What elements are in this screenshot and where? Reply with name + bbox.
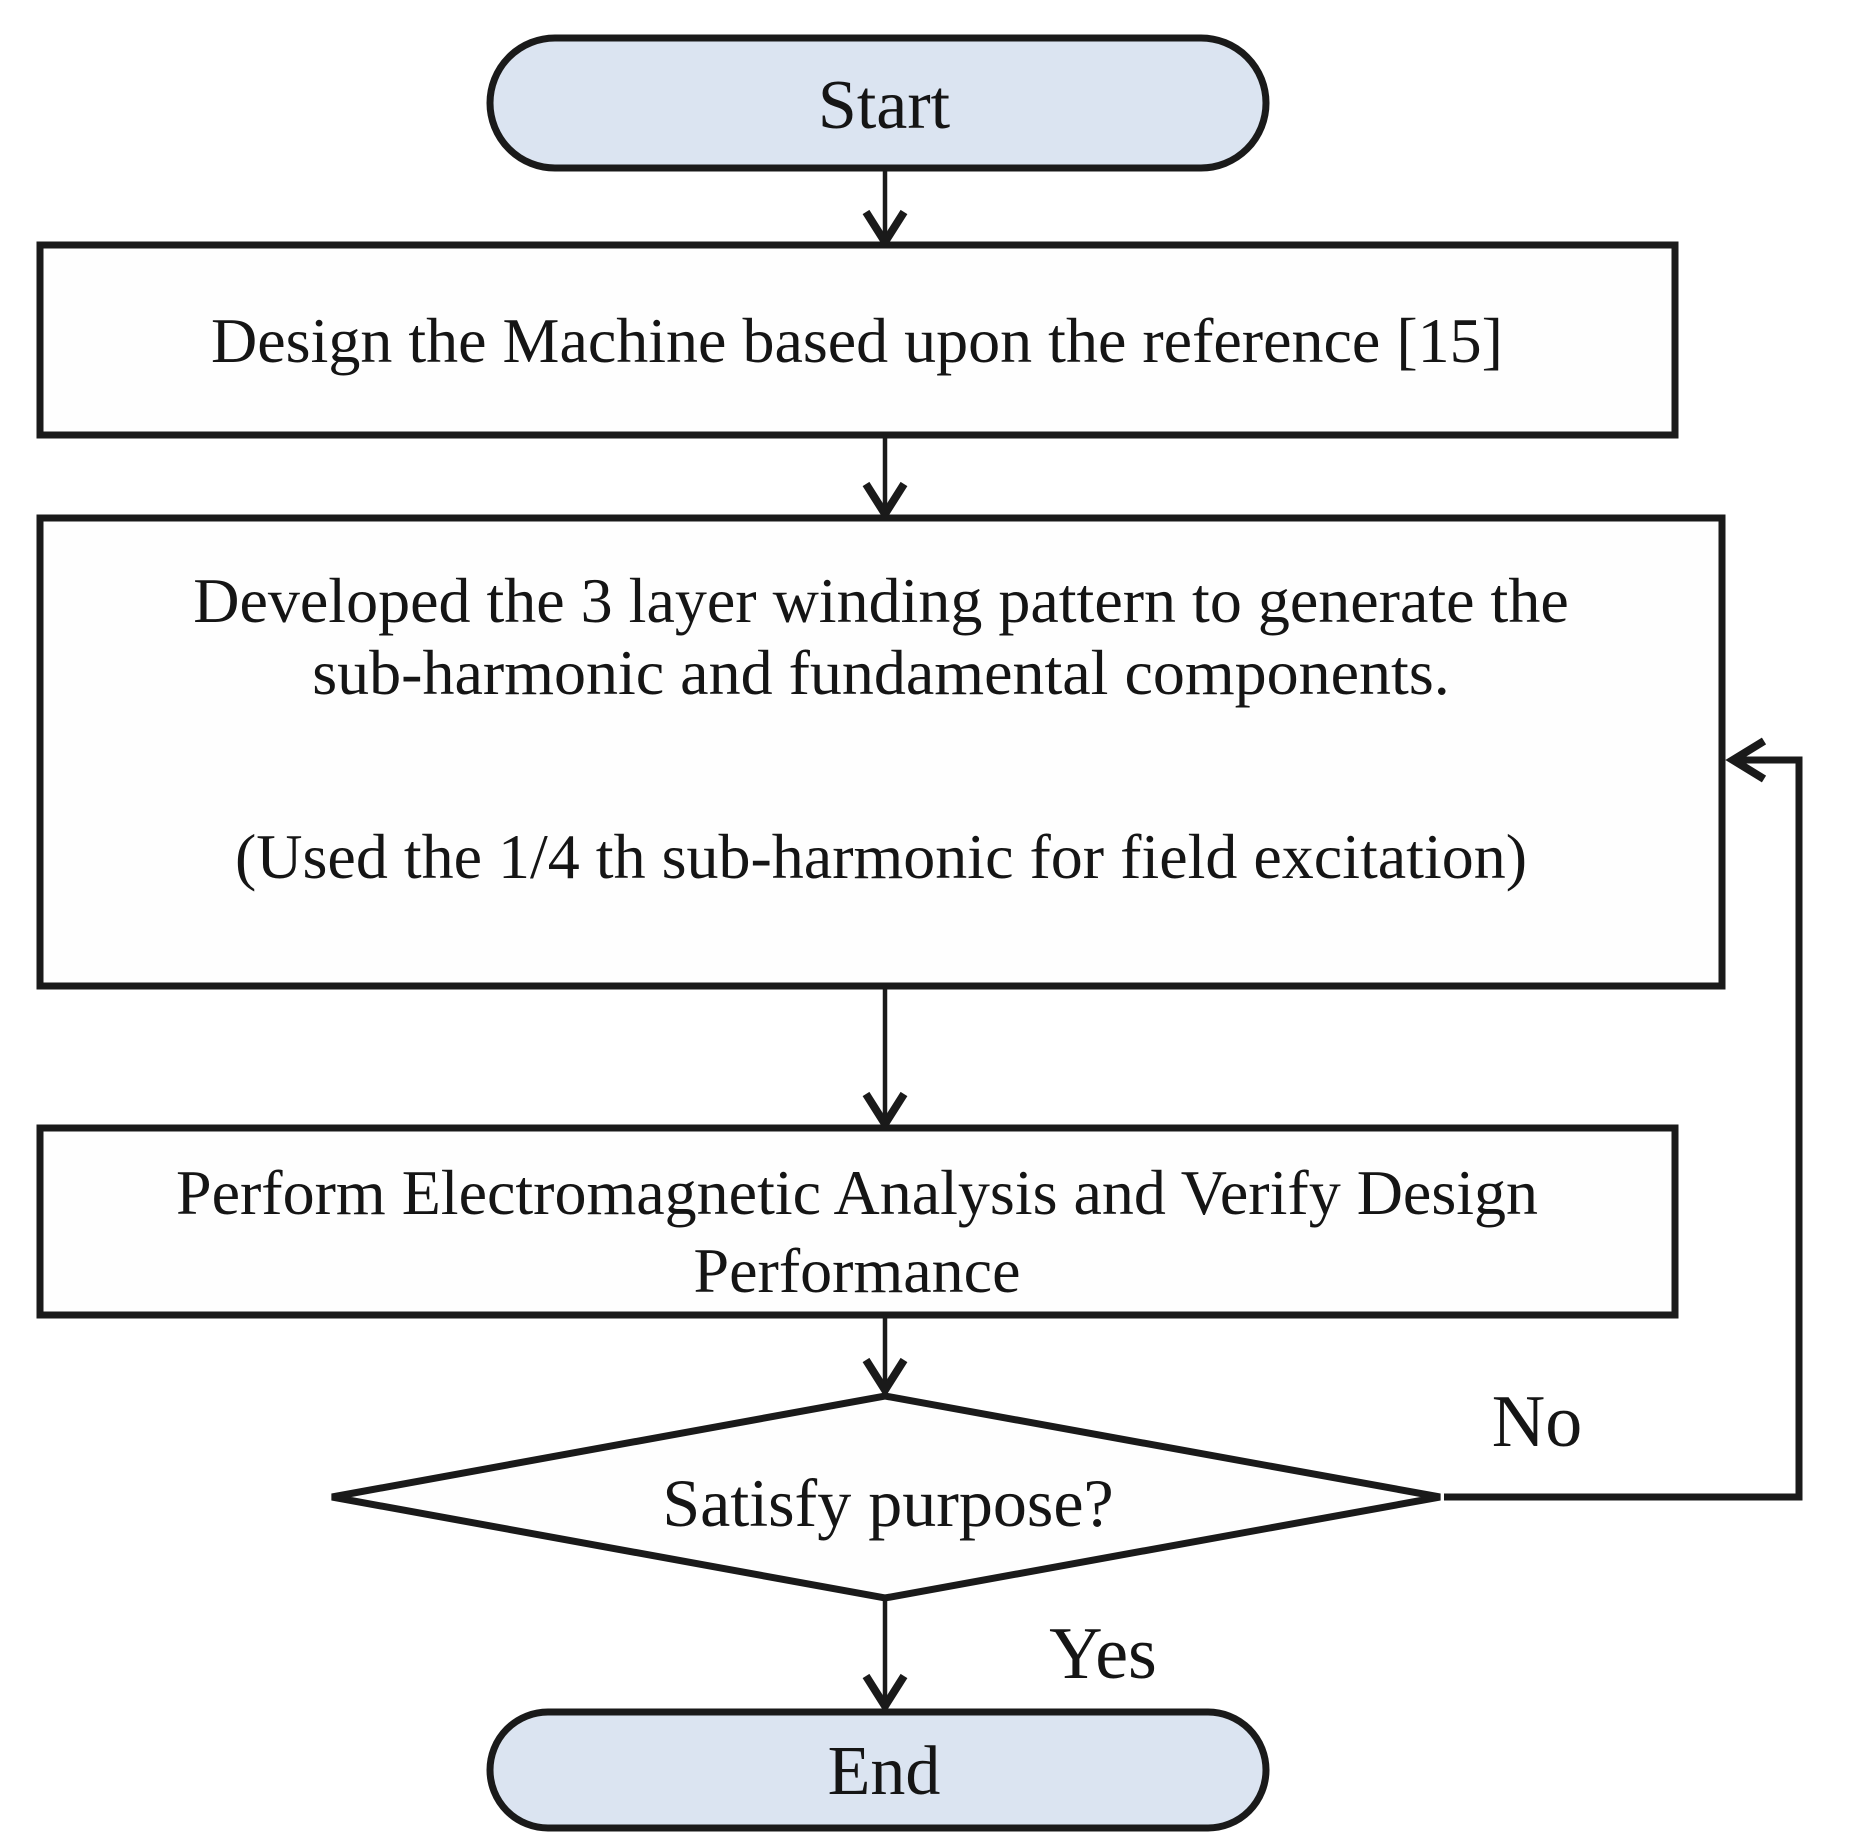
end-terminator-shape: [486, 1708, 1270, 1832]
edge-analyze-decision: [862, 1315, 908, 1398]
design-label: Design the Machine based upon the refere…: [211, 305, 1503, 376]
develop-label-line2: sub-harmonic and fundamental components.: [312, 637, 1449, 708]
arrowhead-left-icon: [1725, 737, 1767, 783]
analyze-label-line2: Performance: [694, 1235, 1021, 1306]
analyze-process-shape: [36, 1124, 1679, 1319]
yes-branch-label: Yes: [1049, 1613, 1157, 1695]
node-analyze: Perform Electromagnetic Analysis and Ver…: [36, 1124, 1679, 1319]
edge-develop-analyze: [862, 988, 908, 1132]
arrowhead-down-icon: [862, 481, 908, 522]
develop-label-line1: Developed the 3 layer winding pattern to…: [193, 565, 1568, 636]
arrowhead-down-icon: [862, 1673, 908, 1714]
node-design: Design the Machine based upon the refere…: [36, 241, 1679, 439]
arrowhead-down-icon: [862, 1357, 908, 1398]
decision-diamond-shape: [331, 1392, 1441, 1602]
end-label: End: [828, 1733, 941, 1810]
decision-label: Satisfy purpose?: [662, 1465, 1113, 1541]
start-terminator-shape: [486, 34, 1270, 172]
analyze-label-line1: Perform Electromagnetic Analysis and Ver…: [176, 1157, 1538, 1228]
edge-decision-end-yes: Yes: [862, 1599, 1157, 1714]
node-end: End: [486, 1708, 1270, 1832]
node-decision: Satisfy purpose?: [331, 1392, 1441, 1602]
edge-design-develop: [862, 437, 908, 522]
node-start: Start: [486, 34, 1270, 172]
edge-decision-develop-no: No: [1444, 737, 1803, 1501]
node-develop: Developed the 3 layer winding pattern to…: [36, 514, 1726, 990]
no-loop-line: [1444, 756, 1803, 1501]
no-branch-label: No: [1492, 1381, 1582, 1463]
design-process-shape: [36, 241, 1679, 439]
develop-process-shape: [36, 514, 1726, 990]
start-label: Start: [818, 67, 951, 144]
develop-label-line3: (Used the 1/4 th sub-harmonic for field …: [235, 821, 1527, 892]
arrowhead-down-icon: [862, 1091, 908, 1132]
edge-start-design: [862, 170, 908, 250]
